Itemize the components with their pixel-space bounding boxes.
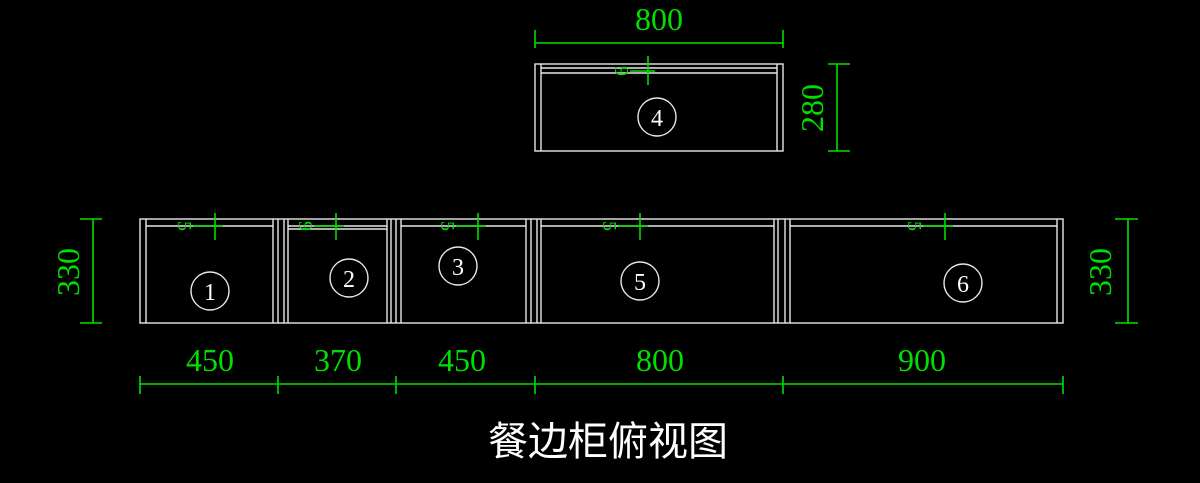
cabinet-number: 5 bbox=[634, 270, 646, 296]
width-dimension-label: 800 bbox=[636, 342, 684, 378]
cabinet-number: 3 bbox=[452, 255, 464, 281]
dimension-label: 280 bbox=[794, 84, 830, 132]
cabinet-number: 6 bbox=[957, 272, 969, 298]
width-dimension-label: 450 bbox=[186, 342, 234, 378]
cabinet-number-circle bbox=[637, 97, 677, 137]
panel-dimension: 5 bbox=[598, 221, 620, 231]
cabinet-number-circle bbox=[329, 258, 369, 298]
panel-dimension: 9 bbox=[610, 66, 632, 76]
base-cabinet-5: 55 bbox=[536, 213, 779, 323]
base-cabinet-6: 65 bbox=[784, 213, 1058, 323]
width-dimension-label: 450 bbox=[438, 342, 486, 378]
cabinet-number: 1 bbox=[204, 280, 216, 306]
cabinet-number-circle bbox=[190, 271, 230, 311]
panel-dimension: 5 bbox=[903, 221, 925, 231]
base-cabinet-3: 35 bbox=[395, 213, 532, 323]
cabinet-number-circle bbox=[943, 263, 983, 303]
cabinet-number: 4 bbox=[651, 106, 663, 132]
wall-depth-dimension: 280 bbox=[794, 63, 850, 152]
cabinet-number: 2 bbox=[343, 267, 355, 293]
panel-dimension: 9 bbox=[294, 221, 316, 231]
cabinet-number-circle bbox=[438, 246, 478, 286]
right-depth-dimension: 330 bbox=[1082, 218, 1138, 324]
width-dimension-label: 370 bbox=[314, 342, 362, 378]
cabinet-number-circle bbox=[620, 261, 660, 301]
panel-dimension: 5 bbox=[173, 221, 195, 231]
base-cabinet-2: 29 bbox=[283, 213, 392, 323]
panel-dimension: 5 bbox=[436, 221, 458, 231]
drawing-title: 餐边柜俯视图 bbox=[488, 419, 728, 465]
wall-cabinet-4: 4 9 bbox=[534, 56, 784, 152]
dimension-label: 800 bbox=[635, 1, 683, 37]
width-dimension-label: 900 bbox=[898, 342, 946, 378]
base-cabinet-1: 15 bbox=[145, 213, 279, 323]
dimension-label: 330 bbox=[50, 248, 86, 296]
dimension-label: 330 bbox=[1082, 248, 1118, 296]
left-depth-dimension: 330 bbox=[50, 218, 102, 324]
wall-width-dimension: 800 bbox=[534, 1, 784, 48]
